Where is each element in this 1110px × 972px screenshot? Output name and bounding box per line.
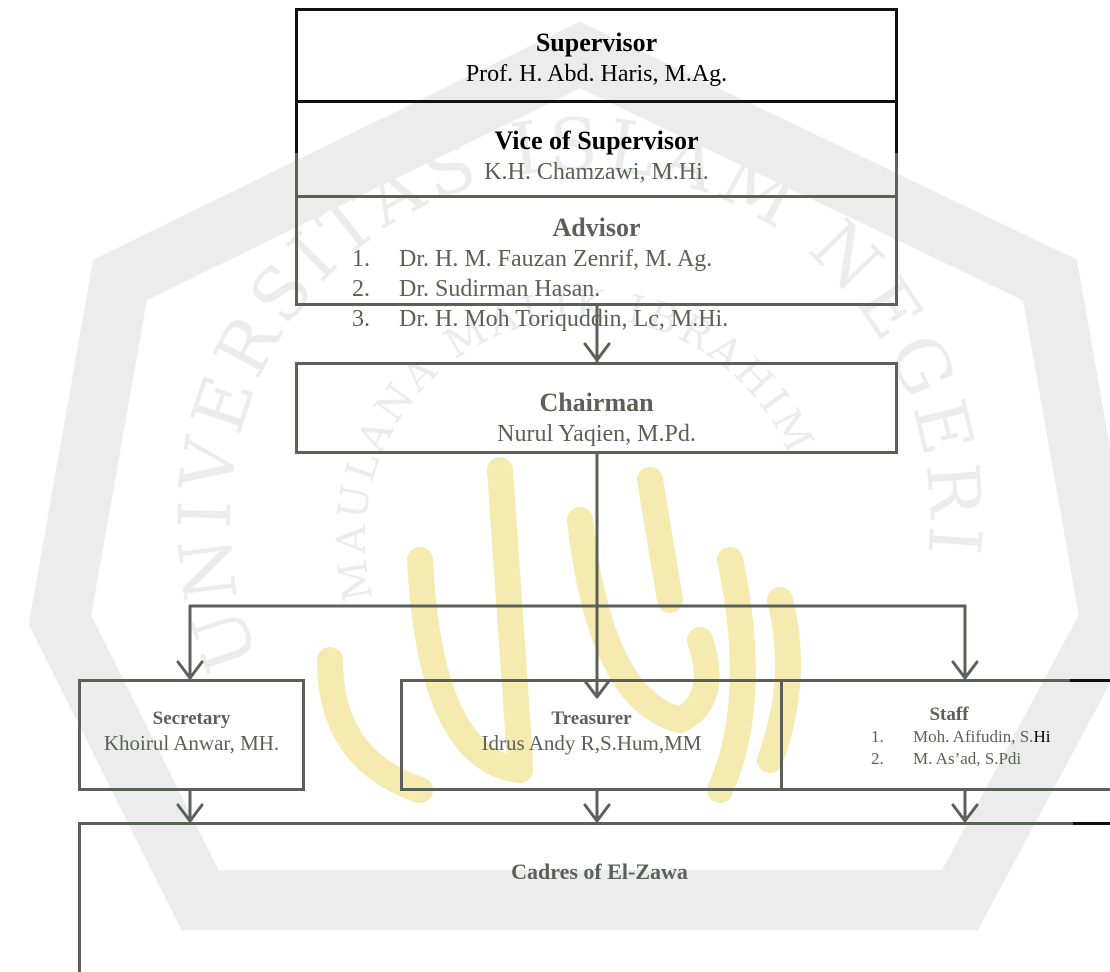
- list-item: 1.Dr. H. M. Fauzan Zenrif, M. Ag.: [352, 246, 713, 272]
- advisor-list: 1.Dr. H. M. Fauzan Zenrif, M. Ag. 2.Dr. …: [352, 244, 895, 334]
- arrowhead: [951, 660, 979, 680]
- node-title: Treasurer: [551, 708, 632, 729]
- arrowhead: [951, 803, 979, 823]
- list-item: 3.Dr. H. Moh Toriquddin, Lc, M.Hi.: [352, 306, 729, 332]
- node-title: Staff: [929, 704, 969, 725]
- node-vice-supervisor: Vice of Supervisor K.H. Chamzawi, M.Hi.: [295, 103, 898, 198]
- node-title: Chairman: [539, 388, 654, 417]
- node-name: K.H. Chamzawi, M.Hi.: [484, 159, 709, 185]
- node-title: Secretary: [152, 708, 231, 729]
- node-title: Advisor: [552, 213, 641, 242]
- node-name: Prof. H. Abd. Haris, M.Ag.: [465, 61, 728, 87]
- node-treasurer: Treasurer Idrus Andy R,S.Hum,MM: [400, 679, 783, 791]
- node-secretary: Secretary Khoirul Anwar, MH.: [78, 679, 305, 791]
- staff-list: 1.Moh. Afifudin, S.Hi 2.M. As’ad, S.Pdi: [871, 726, 1110, 770]
- node-title: Vice of Supervisor: [494, 126, 699, 155]
- arrowhead: [583, 342, 611, 362]
- arrowhead: [176, 803, 204, 823]
- node-title: Cadres of El-Zawa: [511, 859, 688, 884]
- node-cadres: Cadres of El-Zawa: [78, 822, 1110, 972]
- list-item: 2.Dr. Sudirman Hasan.: [352, 276, 601, 302]
- node-staff: Staff 1.Moh. Afifudin, S.Hi 2.M. As’ad, …: [780, 679, 1110, 791]
- arrowhead: [176, 660, 204, 680]
- node-supervisor: Supervisor Prof. H. Abd. Haris, M.Ag.: [295, 8, 898, 103]
- list-item: 1.Moh. Afifudin, S.Hi: [871, 727, 1051, 746]
- node-name: Idrus Andy R,S.Hum,MM: [481, 731, 702, 755]
- node-name: Khoirul Anwar, MH.: [103, 731, 280, 755]
- node-chairman: Chairman Nurul Yaqien, M.Pd.: [295, 362, 898, 454]
- arrowhead: [583, 679, 611, 699]
- arrowhead: [583, 803, 611, 823]
- list-item: 2.M. As’ad, S.Pdi: [871, 749, 1022, 768]
- node-advisor: Advisor 1.Dr. H. M. Fauzan Zenrif, M. Ag…: [295, 198, 898, 332]
- node-title: Supervisor: [535, 28, 658, 57]
- node-name: Nurul Yaqien, M.Pd.: [497, 421, 696, 447]
